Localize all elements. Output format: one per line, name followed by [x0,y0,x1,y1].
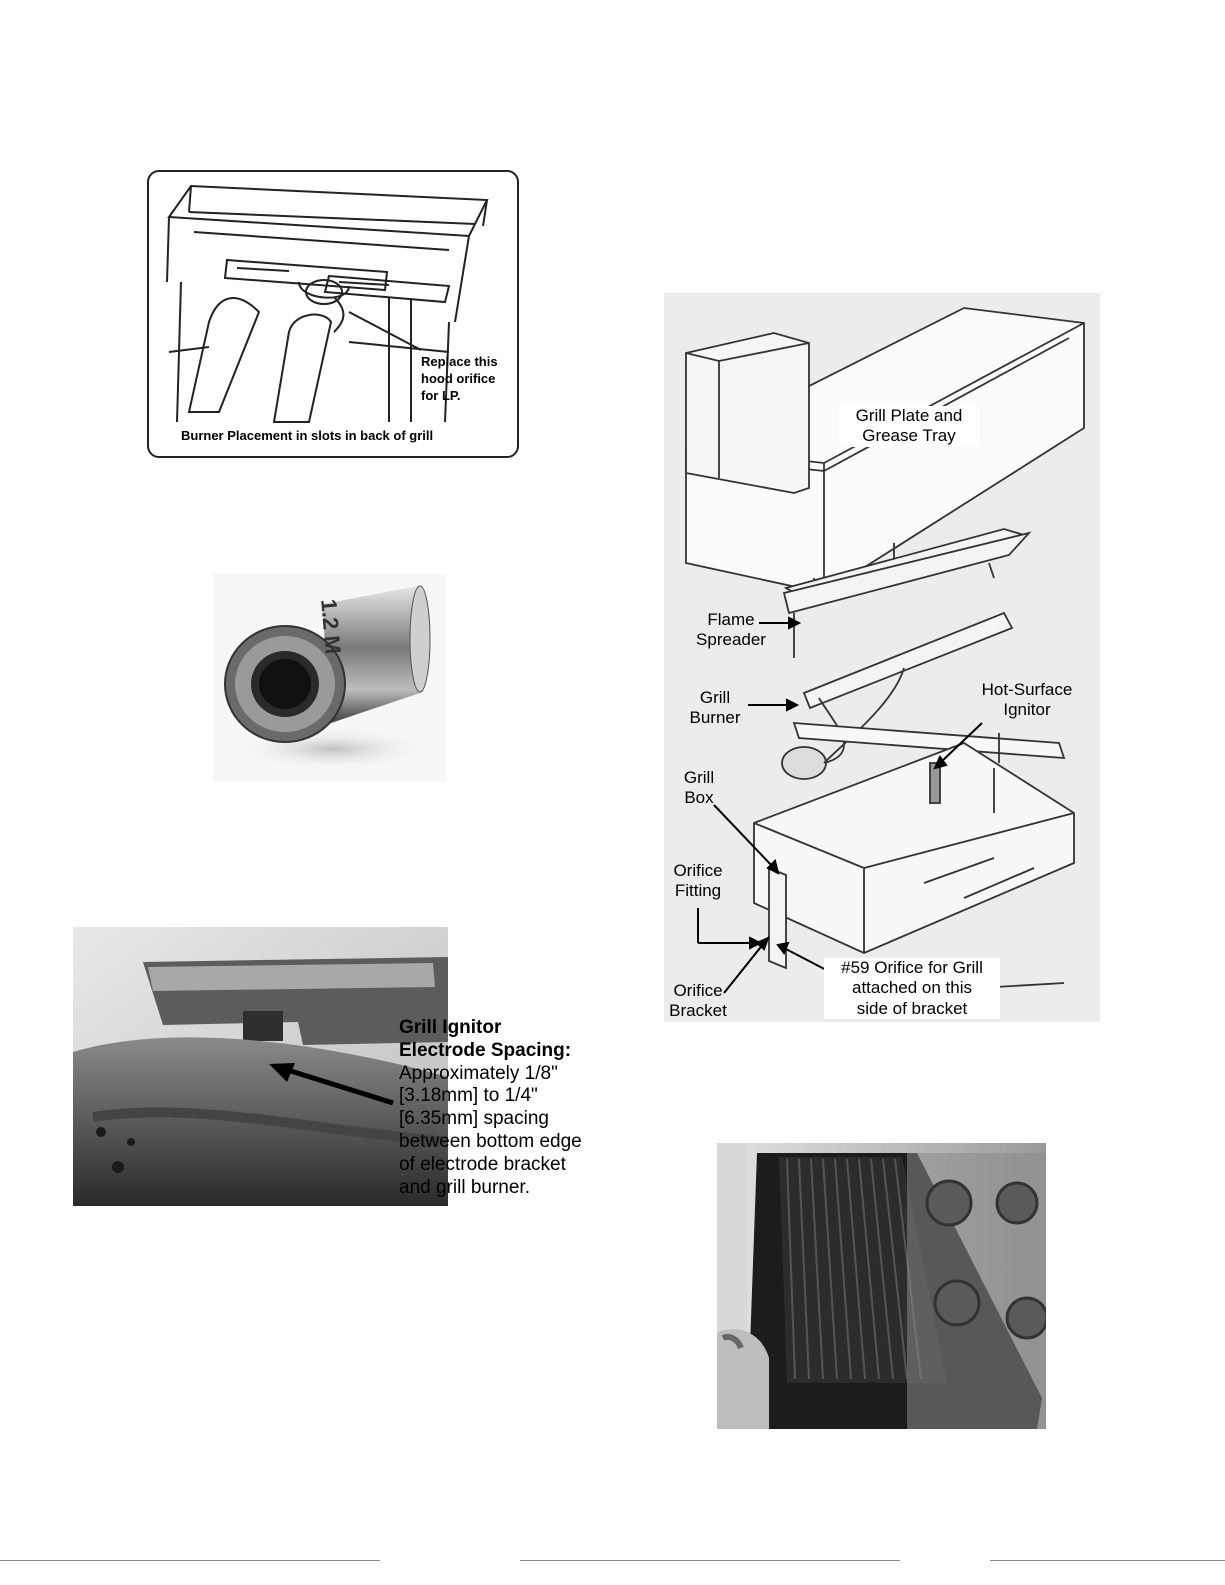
exploded-grill-drawing [685,307,1085,1004]
electrode-note-title: Electrode Spacing: [399,1039,572,1061]
grill-plate-photo-drawing [717,1143,1046,1429]
footer-rule [520,1560,900,1561]
electrode-note-title: Grill Ignitor [399,1017,502,1038]
electrode-note-line: between bottom edge [399,1130,582,1152]
label-orifice-bracket-line: Bracket [669,1001,727,1021]
label-grill-box-line: Box [684,788,714,808]
burner-caption: Burner Placement in slots in back of gri… [181,428,434,443]
label-orifice-fitting: Orifice Fitting [664,861,732,902]
electrode-note-line: [3.18mm] to 1/4" [399,1085,538,1107]
label-orifice-note: #59 Orifice for Grill attached on this s… [824,958,1000,1020]
label-orifice-fitting-line: Orifice [673,861,723,880]
electrode-note-line: and grill burner. [399,1176,530,1198]
burner-placement-figure: Replace this hood orifice for LP. Burner… [147,170,519,458]
electrode-note-line: of electrode bracket [399,1153,566,1175]
electrode-photo [73,927,448,1206]
label-grill-plate: Grill Plate and Grease Tray [839,406,979,447]
orifice-stamp: 1.2 M [316,598,346,656]
label-grill-burner: Grill Burner [680,688,750,729]
label-hot-surface-line: Hot-Surface [981,680,1073,699]
label-orifice-bracket-line: Orifice [673,981,723,1000]
burner-callout-line: Replace this [421,354,498,369]
label-grill-plate-line: Grease Tray [862,426,956,446]
label-orifice-note-line: #59 Orifice for Grill [841,958,983,977]
exploded-grill-diagram: Grill Plate and Grease Tray Flame Spread… [664,293,1100,1022]
label-flame-spreader-line: Spreader [696,630,766,650]
label-hot-surface-line: Ignitor [1003,700,1051,720]
label-orifice-note-line: side of bracket [856,998,968,1018]
label-flame-spreader-line: Flame [707,610,755,629]
orifice-fitting-drawing [224,585,433,771]
footer-rule [990,1560,1225,1561]
electrode-note-line: [6.35mm] spacing [399,1108,549,1130]
label-hot-surface-ignitor: Hot-Surface Ignitor [966,680,1088,721]
footer-rule [0,1560,380,1561]
label-orifice-note-line: attached on this [851,978,973,998]
electrode-note-line: Approximately 1/8" [399,1062,558,1084]
label-grill-box: Grill Box [672,768,726,809]
electrode-spacing-note: Grill Ignitor Electrode Spacing: Approxi… [399,1017,582,1199]
label-flame-spreader: Flame Spreader [686,610,776,651]
label-grill-plate-line: Grill Plate and [855,406,963,425]
burner-callout-line: hood orifice [421,370,496,386]
label-orifice-fitting-line: Fitting [674,881,722,901]
grill-plate-photo [717,1143,1046,1429]
label-grill-burner-line: Grill [699,688,731,707]
electrode-photo-drawing [73,927,448,1206]
burner-callout: Replace this hood orifice for LP. [421,354,498,405]
label-grill-burner-line: Burner [689,708,741,728]
burner-placement-drawing [166,184,489,423]
orifice-photo: 1.2 M [213,574,446,782]
burner-callout-line: for LP. [421,387,461,403]
label-grill-box-line: Grill [683,768,715,787]
label-orifice-bracket: Orifice Bracket [664,981,732,1022]
